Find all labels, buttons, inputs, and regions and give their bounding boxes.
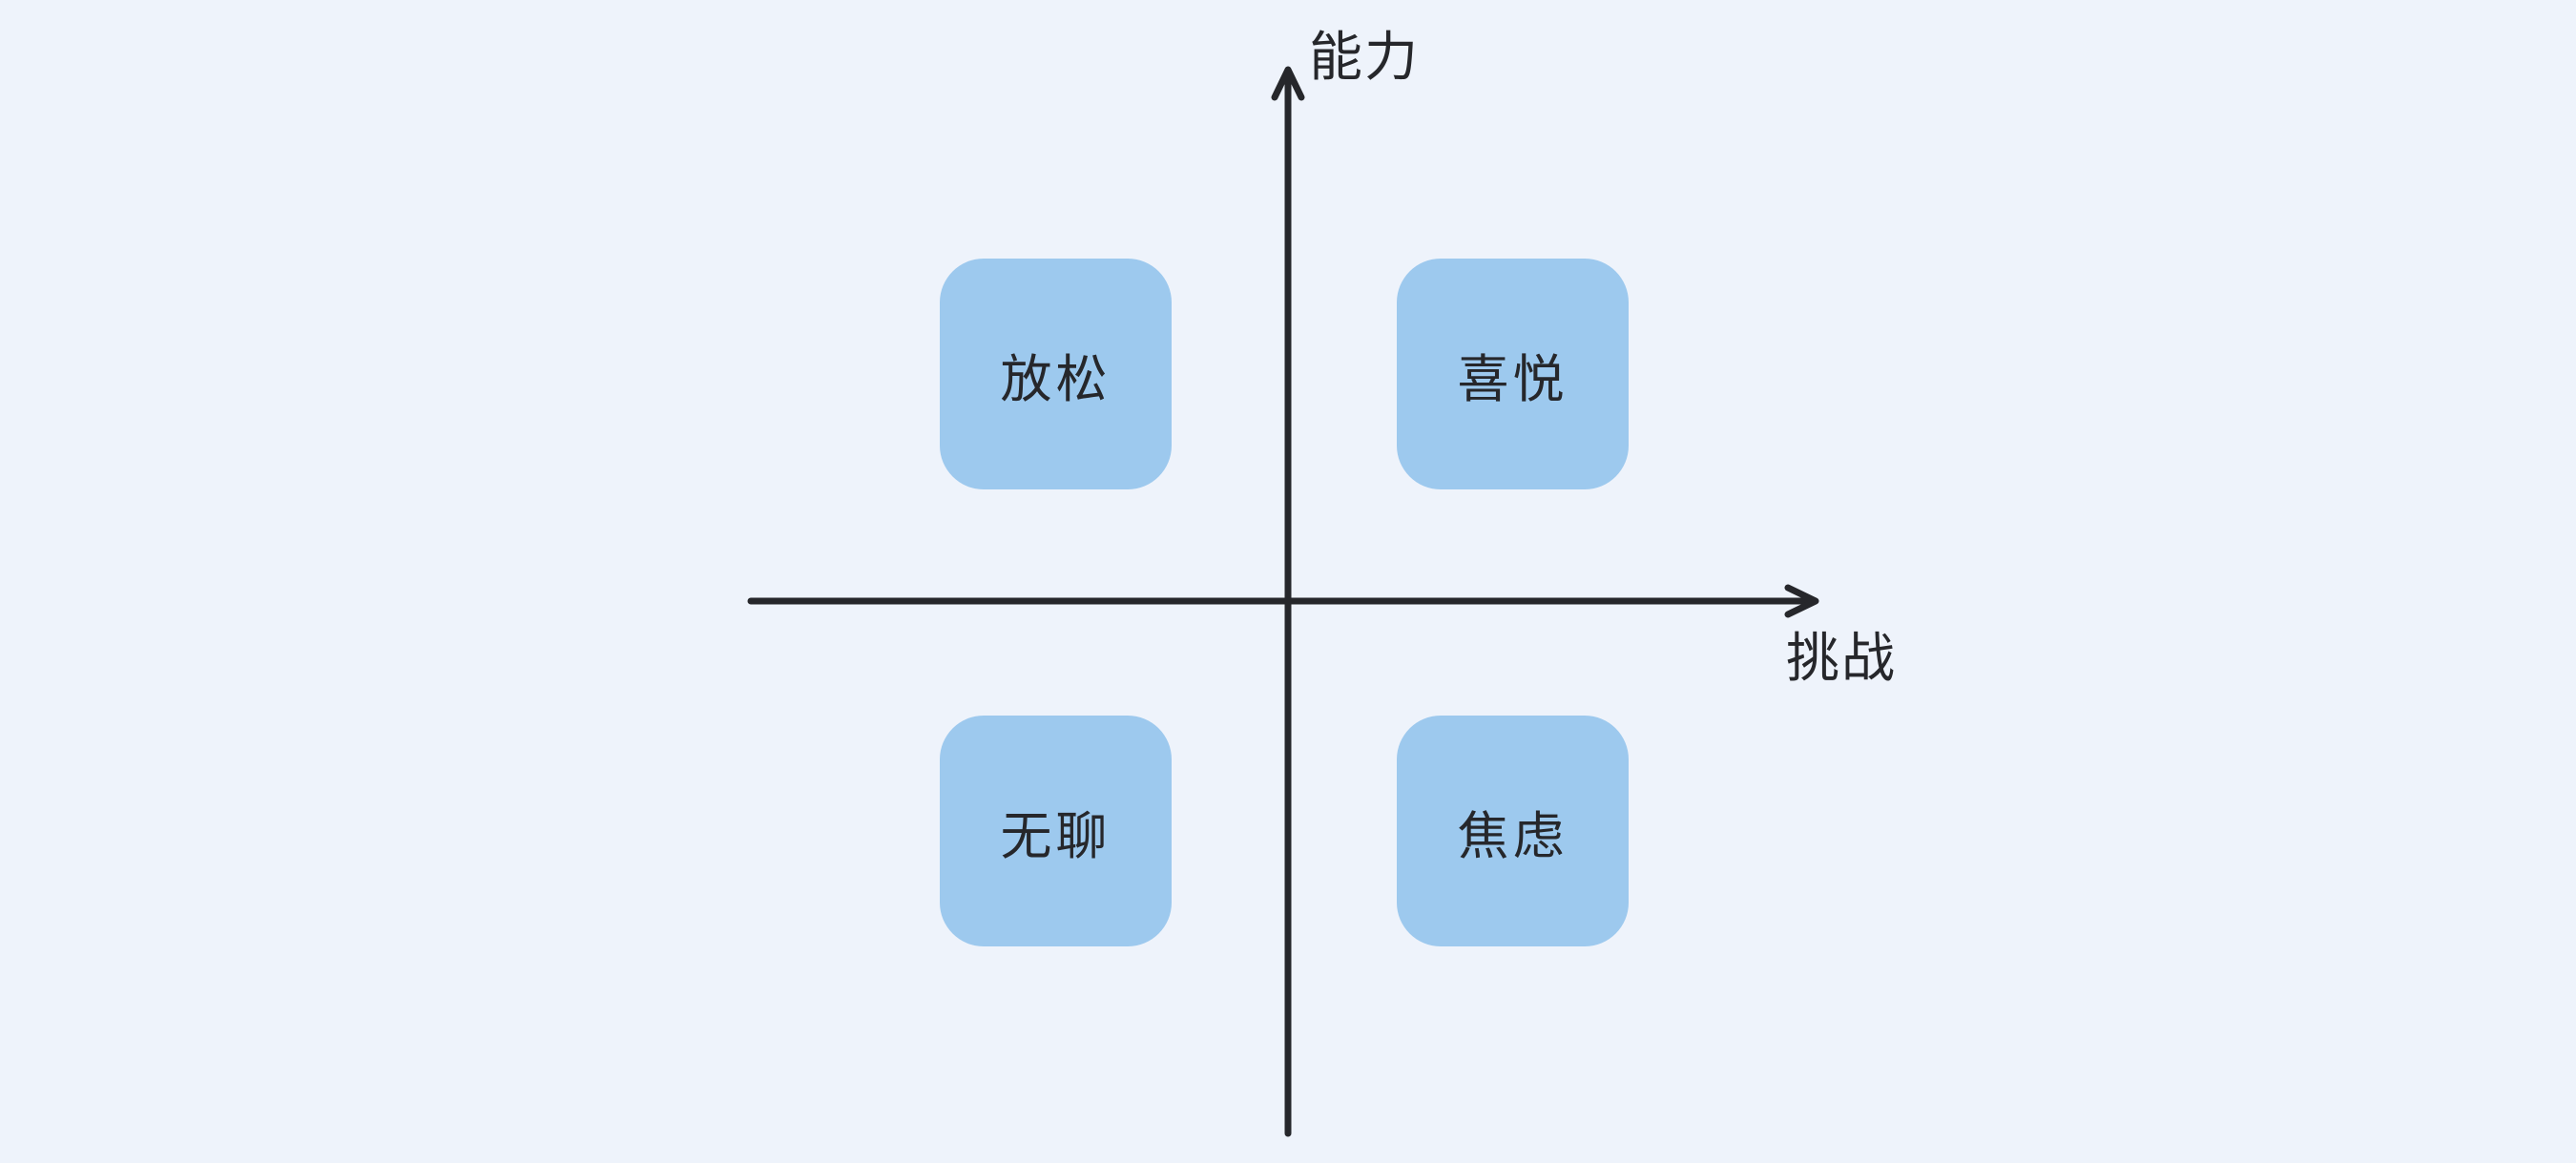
x-axis-arrowhead-icon <box>1784 584 1819 618</box>
y-axis-arrowhead-icon <box>1271 66 1305 101</box>
quadrant-node-bottom-right: 焦虑 <box>1397 716 1629 946</box>
quadrant-node-top-left: 放松 <box>940 259 1172 489</box>
y-axis-label: 能力 <box>1309 27 1420 89</box>
quadrant-node-label: 无聊 <box>1000 805 1111 866</box>
x-axis-label: 挑战 <box>1786 628 1897 690</box>
quadrant-node-label: 焦虑 <box>1457 805 1568 866</box>
quadrant-node-bottom-left: 无聊 <box>940 716 1172 946</box>
quadrant-node-label: 放松 <box>1000 348 1111 409</box>
quadrant-node-label: 喜悦 <box>1457 348 1568 409</box>
quadrant-node-top-right: 喜悦 <box>1397 259 1629 489</box>
